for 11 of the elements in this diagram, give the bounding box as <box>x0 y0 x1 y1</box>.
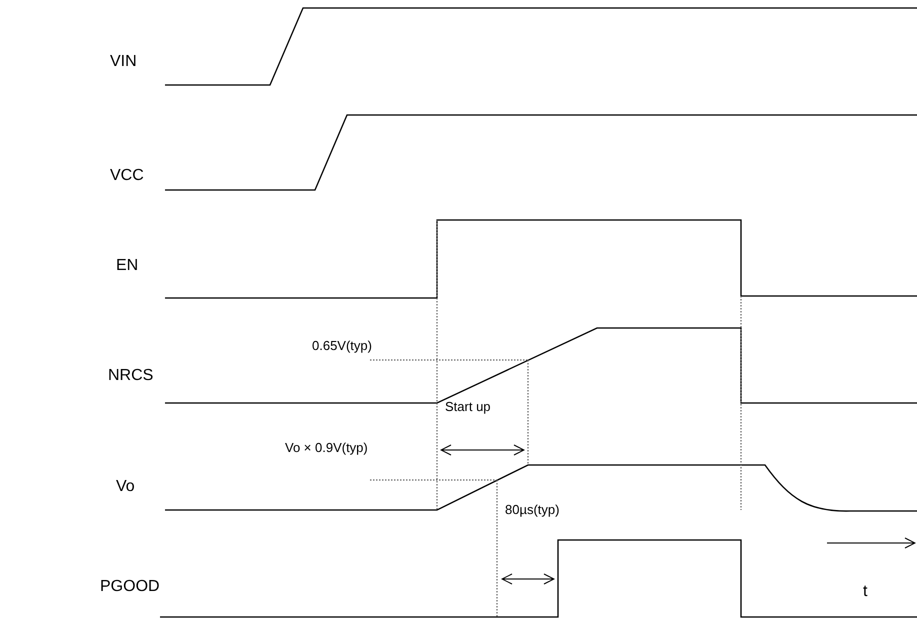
signal-label: 80µs(typ) <box>505 502 560 518</box>
signal-label: VIN <box>110 52 137 72</box>
signal-label: PGOOD <box>100 577 160 597</box>
signal-label: VCC <box>110 166 144 186</box>
signal-label: EN <box>116 256 138 276</box>
signal-label: t <box>863 582 868 602</box>
signal-label: Vo × 0.9V(typ) <box>285 440 368 456</box>
signal-label: NRCS <box>108 366 154 386</box>
signal-label: Vo <box>116 477 135 497</box>
signal-label: Start up <box>445 399 491 416</box>
signal-label: 0.65V(typ) <box>312 338 372 354</box>
